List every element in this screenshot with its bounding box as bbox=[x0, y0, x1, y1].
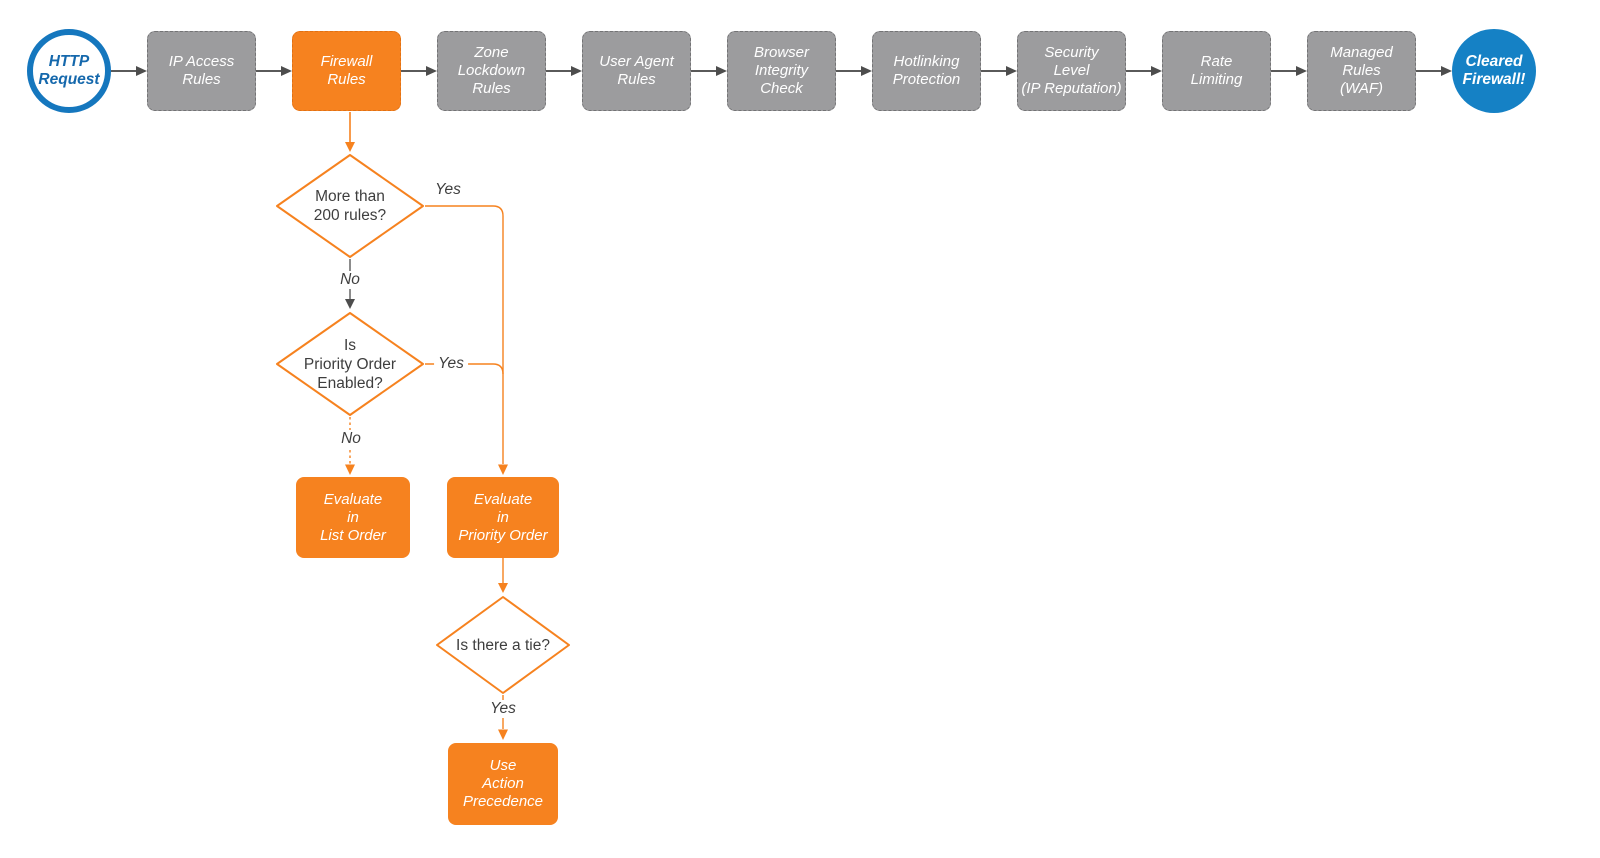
pipeline-step-label: Zone Lockdown Rules bbox=[457, 44, 526, 97]
decision-label: Is there a tie? bbox=[456, 636, 550, 654]
pipeline-step-1: IP Access Rules bbox=[147, 31, 256, 111]
flow-arrow-icon bbox=[1416, 65, 1452, 77]
edge-label-no: No bbox=[336, 271, 364, 289]
pipeline-step-label: Firewall Rules bbox=[320, 53, 373, 88]
action-use-action-precedence: Use Action Precedence bbox=[448, 743, 558, 825]
pipeline-step-4: User Agent Rules bbox=[582, 31, 691, 111]
decision-label: Is Priority Order Enabled? bbox=[303, 336, 397, 392]
decision-diamond-shape bbox=[436, 596, 570, 694]
flow-arrow-icon bbox=[1271, 65, 1307, 77]
decision-diamond-shape bbox=[276, 154, 424, 258]
decision-diamond-shape bbox=[276, 312, 424, 416]
flow-arrow-icon bbox=[691, 65, 727, 77]
action-label: Evaluate in List Order bbox=[320, 490, 386, 544]
action-evaluate-priority-order: Evaluate in Priority Order bbox=[447, 477, 559, 558]
end-node-cleared-firewall: Cleared Firewall! bbox=[1452, 29, 1536, 113]
pipeline-step-8: Rate Limiting bbox=[1162, 31, 1271, 111]
pipeline-step-2: Firewall Rules bbox=[292, 31, 401, 111]
arrowhead-down-icon bbox=[345, 464, 355, 475]
arrowhead-down-icon bbox=[498, 583, 508, 593]
action-evaluate-list-order: Evaluate in List Order bbox=[296, 477, 410, 558]
edge-label-yes: Yes bbox=[486, 700, 520, 718]
flow-arrow-icon bbox=[546, 65, 582, 77]
pipeline-step-3: Zone Lockdown Rules bbox=[437, 31, 546, 111]
flow-arrow-icon bbox=[981, 65, 1017, 77]
arrowhead-down-icon bbox=[345, 142, 355, 152]
pipeline-step-label: Hotlinking Protection bbox=[892, 53, 961, 88]
edge-label-yes: Yes bbox=[434, 355, 468, 373]
pipeline-row: HTTP Request IP Access Rules Firewall Ru… bbox=[27, 29, 1536, 113]
arrowhead-down-icon bbox=[498, 464, 508, 475]
decision-priority-order-enabled: Is Priority Order Enabled? bbox=[275, 311, 425, 417]
decision-is-there-a-tie: Is there a tie? bbox=[435, 595, 571, 695]
start-node-label: HTTP Request bbox=[38, 52, 100, 88]
decision-label: More than 200 rules? bbox=[313, 188, 387, 224]
pipeline-step-label: Browser Integrity Check bbox=[753, 44, 809, 97]
connector-d2-yes bbox=[425, 363, 504, 375]
pipeline-step-label: Managed Rules (WAF) bbox=[1330, 44, 1393, 97]
pipeline-step-6: Hotlinking Protection bbox=[872, 31, 981, 111]
arrowhead-down-icon bbox=[498, 729, 508, 740]
action-label: Evaluate in Priority Order bbox=[458, 490, 548, 544]
pipeline-step-label: User Agent Rules bbox=[599, 53, 674, 88]
pipeline-step-label: Security Level (IP Reputation) bbox=[1021, 44, 1122, 97]
flow-arrow-icon bbox=[1126, 65, 1162, 77]
end-node-label: Cleared Firewall! bbox=[1462, 52, 1526, 88]
flow-arrow-icon bbox=[256, 65, 292, 77]
decision-more-than-200-rules: More than 200 rules? bbox=[275, 153, 425, 259]
pipeline-step-label: IP Access Rules bbox=[168, 53, 235, 88]
pipeline-step-5: Browser Integrity Check bbox=[727, 31, 836, 111]
start-node-http-request: HTTP Request bbox=[27, 29, 111, 113]
pipeline-step-7: Security Level (IP Reputation) bbox=[1017, 31, 1126, 111]
edge-label-no: No bbox=[337, 430, 365, 448]
flow-arrow-icon bbox=[836, 65, 872, 77]
edge-label-yes: Yes bbox=[431, 181, 465, 199]
action-label: Use Action Precedence bbox=[462, 757, 544, 810]
pipeline-step-9: Managed Rules (WAF) bbox=[1307, 31, 1416, 111]
flow-arrow-icon bbox=[401, 65, 437, 77]
arrowhead-down-icon bbox=[345, 299, 355, 309]
connector-d1-yes bbox=[425, 205, 504, 464]
pipeline-step-label: Rate Limiting bbox=[1190, 53, 1243, 88]
flow-arrow-icon bbox=[111, 65, 147, 77]
